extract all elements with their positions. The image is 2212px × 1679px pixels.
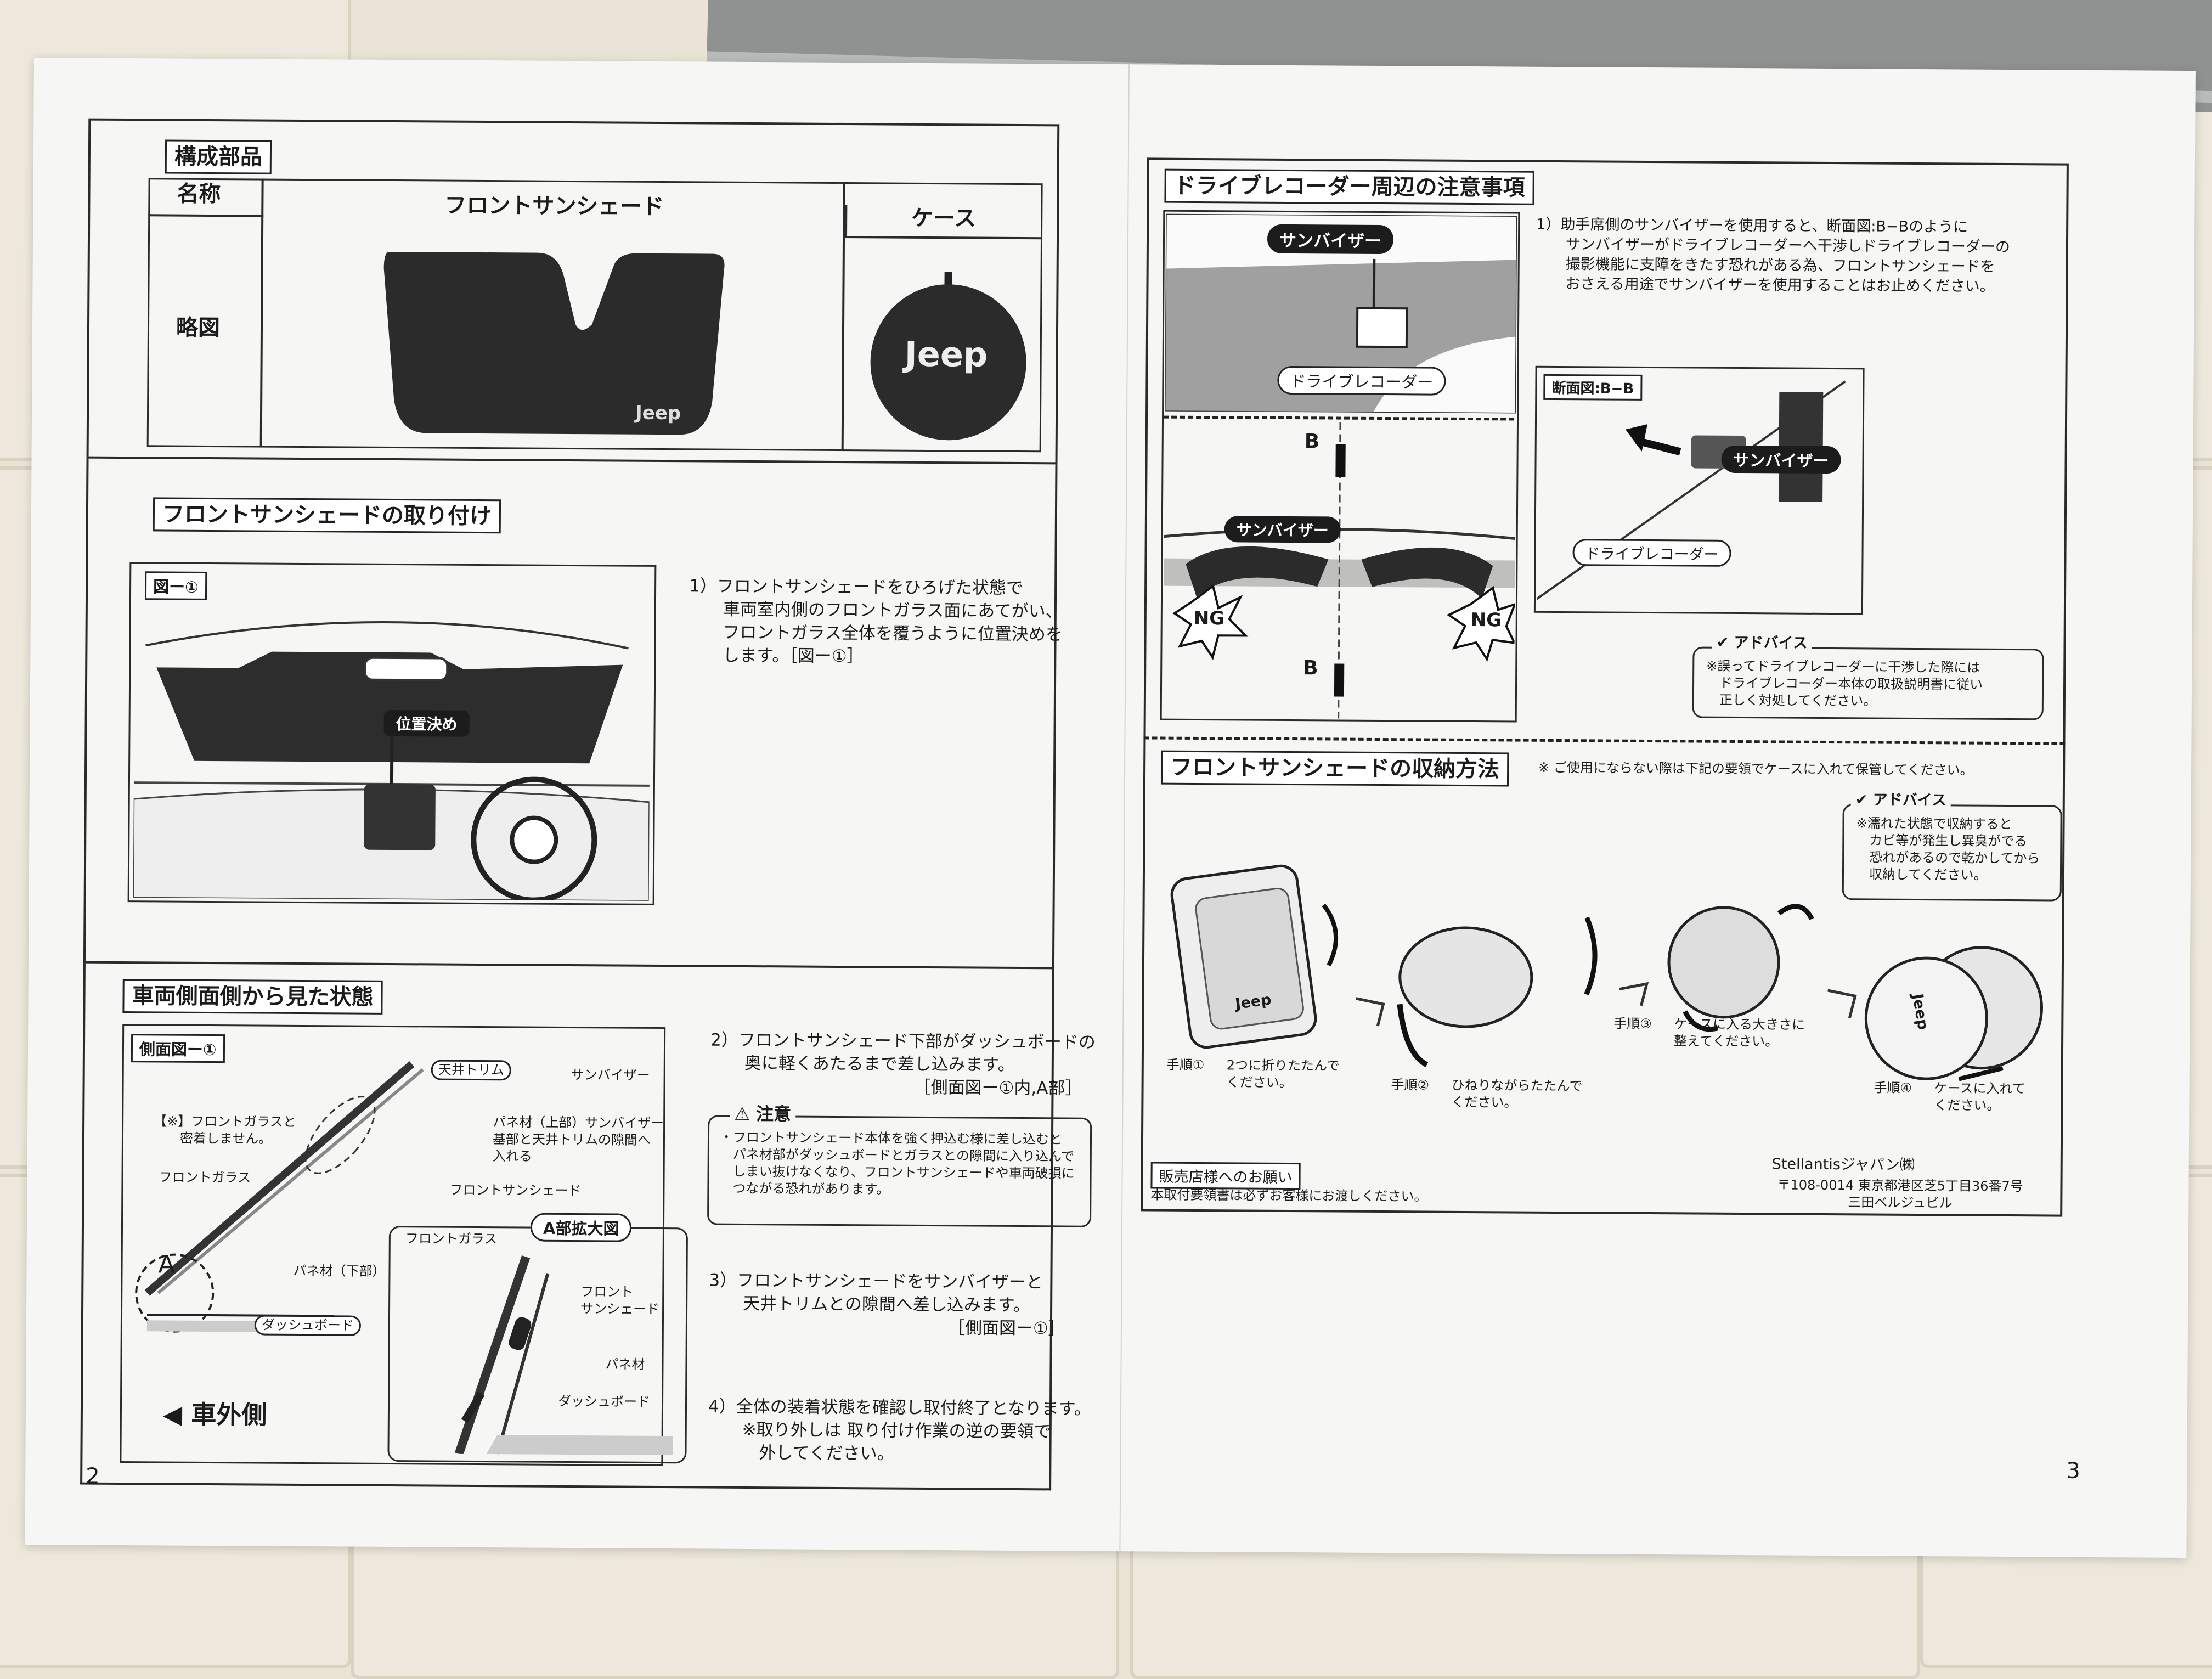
recorder-text: 1）助手席側のサンバイザーを使用すると、断面図:B−Bのように サンバイザーがド… (1536, 216, 2011, 295)
windshield-drawing (133, 621, 651, 901)
zoom-glass: フロントガラス (405, 1231, 498, 1247)
storage-step3-text: ケースに入る大きさに 整えてください。 (1674, 1016, 1805, 1050)
recorder-advice-text: ※誤ってドライブレコーダーに干渉した際には ドライブレコーダー本体の取扱説明書に… (1706, 658, 1983, 709)
recorder-ng-drawing (1164, 422, 1516, 719)
sunshade-image (383, 251, 725, 435)
storage-step1-label: 手順① (1166, 1057, 1205, 1073)
step2-text: 2）フロントサンシェード下部がダッシュボードの 奥に軽くあたるまで差し込みます。 (710, 1030, 1096, 1075)
section-recorder-label: ドライブレコーダー (1572, 539, 1731, 567)
caution-text: ・フロントサンシェード本体を強く押込む様に差し込むと パネ材部がダッシュボードと… (719, 1129, 1075, 1197)
lbl-outside-text: 車外側 (191, 1399, 267, 1430)
storage-step1-text: 2つに折りたたんで ください。 (1226, 1057, 1340, 1091)
check-icon: ✔ (1716, 634, 1734, 651)
lbl-shade: フロントサンシェード (449, 1182, 582, 1199)
zoom-panel: パネ材 (605, 1356, 645, 1372)
warning-icon: ⚠ (734, 1103, 757, 1125)
install-fig-label: 図ー① (144, 571, 207, 600)
section-visor-label: サンバイザー (1721, 445, 1841, 474)
storage-title: フロントサンシェードの収納方法 (1160, 750, 1509, 787)
storage-steps-drawing (1170, 864, 2043, 1081)
page-number-right: 3 (2066, 1458, 2080, 1484)
company-address: 〒108-0014 東京都港区芝5丁目36番7号 三田ベルジュビル (1777, 1177, 2023, 1211)
storage-note: ※ ご使用にならない際は下記の要領でケースに入れて保管してください。 (1538, 759, 1973, 778)
parts-title: 構成部品 (165, 139, 272, 174)
recorder-advice-title: ✔ アドバイス (1712, 633, 1812, 653)
install-step1: 1）フロントサンシェードをひろげた状態で 車両室内側のフロントガラス面にあてがい… (689, 576, 1063, 667)
dealer-title: 販売店様へのお願い (1150, 1162, 1301, 1190)
storage-advice-title-text: アドバイス (1872, 791, 1947, 809)
storage-advice-title: ✔ アドバイス (1850, 790, 1951, 811)
lbl-a-marker: A (158, 1250, 175, 1279)
center-fold (1119, 64, 1130, 1552)
install-title: フロントサンシェードの取り付け (153, 497, 501, 534)
case-image (870, 272, 1026, 441)
lbl-dashboard: ダッシュボード (254, 1315, 362, 1336)
recorder-title: ドライブレコーダー周辺の注意事項 (1164, 168, 1534, 205)
storage-step2-label: 手順② (1391, 1077, 1430, 1093)
position-callout: 位置決め (383, 709, 470, 737)
zoom-dash: ダッシュボード (557, 1393, 651, 1410)
left-arrow-icon: ◀ (162, 1399, 191, 1429)
shade-logo: Jeep (635, 402, 681, 425)
case-logo: Jeep (904, 334, 988, 375)
storage-step3-label: 手順③ (1613, 1016, 1652, 1032)
lbl-outside: ◀ 車外側 (162, 1399, 267, 1429)
step3-ref: ［側面図ー①］ (947, 1318, 1065, 1339)
storage-step4-label: 手順④ (1874, 1080, 1912, 1096)
recorder-figure-frame (1160, 210, 1520, 723)
step4-text: 4）全体の装着状態を確認し取付終了となります。 ※取り外しは 取り付け作業の逆の… (708, 1396, 1091, 1464)
storage-step2-text: ひねりながらたたんで ください。 (1451, 1077, 1583, 1111)
lbl-panel-lower: パネ材（下部） (293, 1263, 386, 1279)
parts-col-name-label: 名称 (177, 181, 221, 207)
caution-title-text: 注意 (755, 1103, 792, 1125)
check-icon: ✔ (1855, 791, 1873, 809)
zoom-title: A部拡大図 (530, 1213, 632, 1242)
instruction-sheet: 構成部品 名称 フロントサンシェード ケース 略図 Jeep Jeep フロント… (25, 58, 2196, 1558)
page-number-left: 2 (86, 1463, 100, 1489)
lbl-glass: フロントガラス (159, 1169, 251, 1186)
lbl-visor: サンバイザー (571, 1067, 650, 1083)
side-title: 車両側面側から見た状態 (122, 979, 383, 1015)
storage-step4-text: ケースに入れて ください。 (1934, 1080, 2025, 1113)
step3-text: 3）フロントサンシェードをサンバイザーと 天井トリムとの隙間へ差し込みます。 (709, 1270, 1043, 1316)
step2-ref: ［側面図ー①内,A部］ (913, 1077, 1082, 1098)
caution-title: ⚠ 注意 (730, 1102, 796, 1126)
parts-col-shade-label: フロントサンシェード (444, 193, 664, 220)
parts-row-label: 略図 (176, 315, 221, 341)
lbl-note: 【※】フロントガラスと 密着しません。 (153, 1113, 296, 1147)
zoom-drawing (454, 1255, 673, 1456)
recorder-top-drawing (1165, 213, 1517, 414)
zoom-shade: フロント サンシェード (580, 1284, 660, 1317)
recorder-advice-title-text: アドバイス (1734, 634, 1808, 652)
section-bb-title: 断面図:B−B (1543, 374, 1643, 401)
parts-col-case-label: ケース (911, 205, 977, 232)
section-bb-drawing (1536, 380, 1846, 600)
lbl-roof-trim: 天井トリム (431, 1060, 511, 1081)
company-name: Stellantisジャパン㈱ (1771, 1156, 1915, 1174)
lbl-panel-upper: パネ材（上部）サンバイザー 基部と天井トリムの隙間へ 入れる (492, 1114, 664, 1164)
dealer-text: 本取付要領書は必ずお客様にお渡しください。 (1150, 1187, 1427, 1204)
